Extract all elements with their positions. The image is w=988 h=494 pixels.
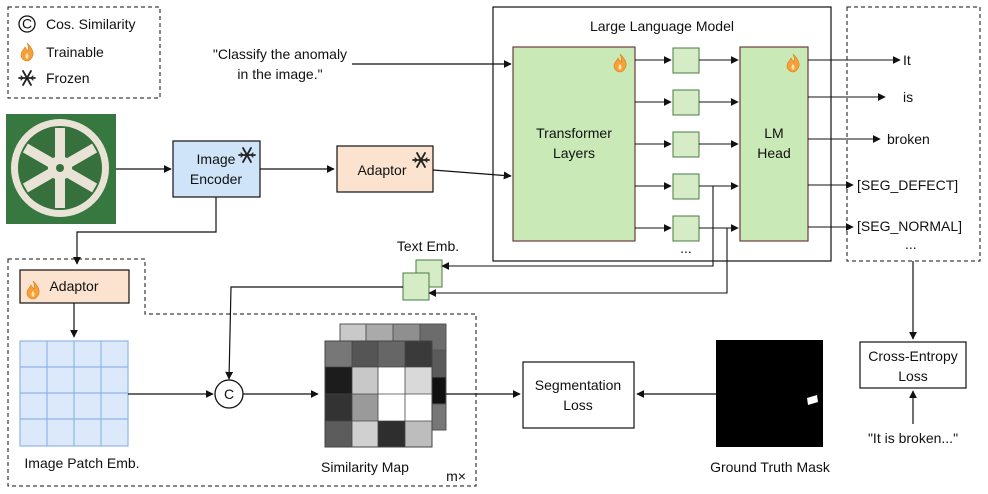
wheel-image-icon — [6, 114, 116, 224]
ground-truth-mask — [716, 340, 823, 447]
output-token: It — [903, 52, 911, 68]
token-box — [672, 215, 700, 242]
lm-head — [739, 46, 809, 242]
segmentation-loss-label-2: Loss — [563, 397, 593, 413]
adaptor-bottom: Adaptor — [19, 269, 130, 304]
token-box — [672, 173, 700, 200]
token-box — [672, 47, 700, 74]
image-patch-grid — [19, 340, 129, 447]
lm-head-label-1: LM — [764, 125, 783, 141]
transformer-layers — [512, 46, 636, 242]
output-token: is — [903, 89, 913, 105]
llm-box: Large Language Model Transformer Layers … — [492, 6, 832, 262]
segmentation-loss: Segmentation Loss — [522, 361, 635, 429]
cross-entropy-label-1: Cross-Entropy — [868, 348, 957, 364]
cos-similarity-icon: C — [18, 15, 36, 33]
segmentation-branch-region — [7, 258, 477, 487]
similarity-map — [324, 323, 447, 448]
llm-ellipsis: ... — [680, 240, 692, 256]
adaptor-top: Adaptor — [336, 145, 434, 193]
target-text: "It is broken..." — [868, 430, 958, 446]
output-token: [SEG_DEFECT] — [857, 177, 958, 193]
text-emb-label: Text Emb. — [397, 238, 459, 254]
prompt-line-2: in the image." — [237, 66, 322, 82]
patch-emb-label: Image Patch Emb. — [24, 455, 139, 471]
similarity-map-label: Similarity Map — [321, 459, 409, 475]
lm-head-label-2: Head — [757, 145, 790, 161]
legend-frozen: Frozen — [46, 70, 90, 86]
cos-op-symbol: C — [224, 386, 234, 402]
llm-title: Large Language Model — [590, 18, 734, 34]
output-token: broken — [887, 131, 930, 147]
cos-similarity-op: C — [214, 379, 244, 409]
legend-trainable: Trainable — [46, 44, 104, 60]
svg-text:C: C — [22, 16, 32, 32]
prompt-line-1: "Classify the anomaly — [213, 46, 347, 62]
adaptor-top-label: Adaptor — [357, 162, 406, 178]
output-ellipsis: ... — [905, 236, 917, 252]
legend: C Cos. Similarity Trainable Frozen — [7, 6, 161, 99]
cross-entropy-label-2: Loss — [898, 368, 928, 384]
image-encoder-label-1: Image — [197, 151, 236, 167]
token-box — [672, 131, 700, 158]
output-token: [SEG_NORMAL] — [857, 218, 962, 234]
similarity-map-front — [324, 340, 433, 448]
output-tokens: It is broken [SEG_DEFECT] [SEG_NORMAL] .… — [808, 6, 981, 262]
transformer-label-1: Transformer — [536, 125, 612, 141]
segmentation-loss-label-1: Segmentation — [535, 377, 621, 393]
similarity-map-multiplier: m× — [446, 468, 466, 484]
image-encoder: Image Encoder — [172, 140, 261, 198]
image-encoder-label-2: Encoder — [190, 171, 242, 187]
adaptor-bottom-label: Adaptor — [49, 278, 98, 294]
ground-truth-label: Ground Truth Mask — [710, 459, 831, 475]
snowflake-icon — [18, 70, 36, 86]
cross-entropy-loss: Cross-Entropy Loss — [859, 341, 967, 389]
token-box — [672, 89, 700, 116]
transformer-label-2: Layers — [553, 145, 595, 161]
flame-icon — [20, 42, 34, 62]
legend-cos-similarity: Cos. Similarity — [46, 16, 135, 32]
hidden-tokens: ... — [635, 47, 739, 256]
text-embeddings: Text Emb. — [397, 238, 459, 301]
